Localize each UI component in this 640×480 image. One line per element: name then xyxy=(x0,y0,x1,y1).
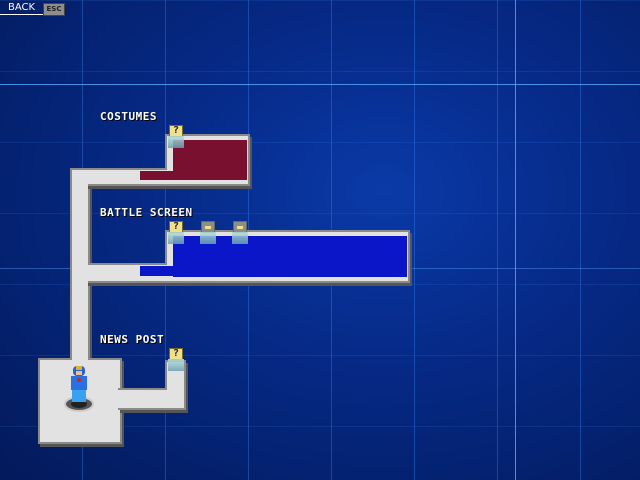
battle-terminal-3[interactable] xyxy=(232,221,248,245)
costumes-room[interactable] xyxy=(165,134,250,186)
back-underline xyxy=(0,14,44,15)
glow-line xyxy=(0,84,640,85)
floor-segment xyxy=(72,280,88,370)
floor-segment xyxy=(72,184,88,268)
costumes-label: COSTUMES xyxy=(100,110,157,123)
floor-segment xyxy=(110,390,184,408)
battle-screen-label: BATTLE SCREEN xyxy=(100,206,193,219)
player-character-icon xyxy=(64,366,94,412)
battle-terminal-1[interactable]: ? xyxy=(168,221,184,245)
back-button[interactable]: BACK xyxy=(8,2,36,13)
esc-key-hint[interactable]: ESC xyxy=(43,3,65,16)
battle-terminal-2[interactable] xyxy=(200,221,216,245)
battle-strip xyxy=(140,266,175,276)
news-post-terminal[interactable]: ? xyxy=(168,348,184,372)
screen-icon xyxy=(233,221,247,233)
costumes-panel xyxy=(173,140,247,180)
costumes-terminal[interactable]: ? xyxy=(168,125,184,149)
costumes-strip xyxy=(140,171,175,180)
news-post-label: NEWS POST xyxy=(100,333,165,346)
glow-line xyxy=(515,0,516,480)
